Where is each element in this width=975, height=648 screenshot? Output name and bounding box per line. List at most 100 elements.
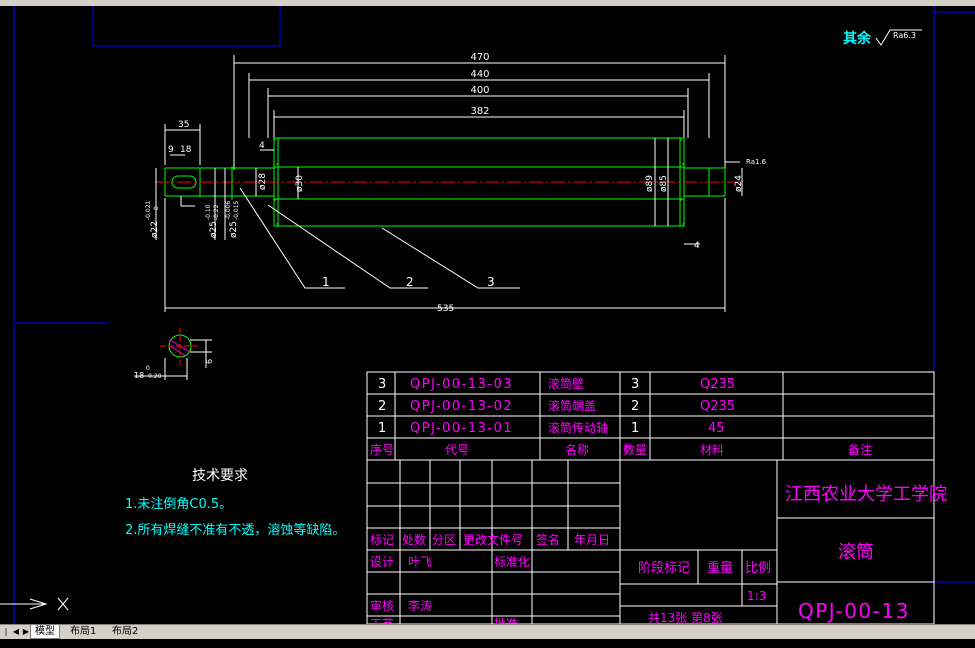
svg-text:4: 4 — [694, 241, 700, 251]
svg-text:2.所有焊缝不准有不透，溶蚀等缺陷。: 2.所有焊缝不准有不透，溶蚀等缺陷。 — [125, 522, 345, 538]
svg-text:数量: 数量 — [623, 442, 647, 457]
svg-text:材料: 材料 — [700, 443, 724, 457]
svg-text:滚筒壁: 滚筒壁 — [548, 376, 584, 391]
svg-text:备注: 备注 — [848, 442, 872, 457]
title-block-grid — [366, 371, 935, 624]
svg-text:ø25: ø25 — [229, 221, 239, 238]
bom-row: 3 QPJ-00-13-03 滚筒壁 3 Q235 — [378, 376, 735, 392]
svg-text:技术要求: 技术要求 — [192, 468, 248, 484]
svg-text:18: 18 — [180, 145, 192, 155]
svg-text:-0.006: -0.006 — [225, 200, 232, 220]
svg-text:处数: 处数 — [402, 532, 426, 547]
svg-text:滚筒端盖: 滚筒端盖 — [548, 398, 596, 413]
title-block-labels: 标记 处数 分区 更改文件号 签名 年月日 设计 叶飞 标准化 审核 李涛 工艺… — [370, 484, 947, 624]
svg-text:3: 3 — [631, 377, 639, 392]
svg-text:400: 400 — [470, 85, 489, 96]
svg-text:2: 2 — [406, 275, 414, 289]
left-dimensions — [155, 124, 743, 312]
svg-text:比例: 比例 — [745, 561, 771, 576]
svg-text:-0.10: -0.10 — [205, 204, 212, 220]
svg-text:3: 3 — [487, 275, 495, 289]
svg-text:江西农业大学工学院: 江西农业大学工学院 — [785, 484, 947, 505]
tab-model[interactable]: 模型 — [30, 625, 60, 639]
svg-text:18: 18 — [134, 371, 144, 380]
svg-text:QPJ-00-13: QPJ-00-13 — [798, 599, 910, 623]
svg-text:名称: 名称 — [565, 442, 589, 457]
svg-text:6: 6 — [205, 359, 214, 364]
svg-text:-0.021: -0.021 — [145, 200, 152, 220]
svg-text:共13张 第8张: 共13张 第8张 — [648, 611, 723, 624]
svg-text:2: 2 — [378, 399, 386, 414]
svg-text:ø24: ø24 — [734, 175, 744, 192]
svg-text:其余: 其余 — [843, 30, 872, 47]
svg-text:3: 3 — [378, 377, 386, 392]
svg-text:ø28: ø28 — [258, 173, 268, 190]
svg-text:代号: 代号 — [445, 443, 469, 457]
svg-text:QPJ-00-13-01: QPJ-00-13-01 — [410, 421, 513, 436]
svg-text:滚筒传动轴: 滚筒传动轴 — [548, 420, 608, 435]
svg-text:45: 45 — [708, 421, 725, 436]
svg-text:0: 0 — [146, 365, 150, 372]
svg-text:535: 535 — [437, 304, 454, 314]
svg-text:382: 382 — [470, 106, 489, 117]
svg-text:ø25: ø25 — [209, 221, 219, 238]
shaft — [164, 166, 726, 200]
prev-tab-icon[interactable]: ◀ — [12, 627, 20, 636]
svg-text:Q235: Q235 — [700, 399, 735, 414]
svg-text:1: 1 — [378, 421, 386, 436]
tab-layout2[interactable]: 布局2 — [112, 626, 139, 637]
bom-header: 序号 代号 名称 数量 材料 备注 — [370, 442, 872, 457]
svg-text:滚筒: 滚筒 — [838, 542, 874, 563]
svg-text:Q235: Q235 — [700, 377, 735, 392]
section-view: 18 0 -0.20 6 — [134, 328, 214, 380]
svg-text:工艺: 工艺 — [370, 617, 394, 624]
svg-text:QPJ-00-13-03: QPJ-00-13-03 — [410, 377, 513, 392]
svg-text:李涛: 李涛 — [408, 598, 432, 613]
bom-row: 2 QPJ-00-13-02 滚筒端盖 2 Q235 — [378, 398, 735, 414]
svg-text:Ra1.6: Ra1.6 — [746, 158, 767, 166]
svg-text:1.未注倒角C0.5。: 1.未注倒角C0.5。 — [125, 497, 232, 512]
tab-layout1[interactable]: 布局1 — [70, 626, 97, 637]
svg-text:9: 9 — [168, 145, 174, 155]
leader-lines — [239, 187, 520, 289]
svg-text:2: 2 — [631, 399, 639, 414]
balloon-labels: 1 2 3 — [322, 275, 495, 289]
svg-text:分区: 分区 — [432, 533, 456, 547]
left-dimension-labels: 35 9 18 4 4 535 Ra1.6 — [168, 120, 767, 314]
svg-text:1: 1 — [631, 421, 639, 436]
svg-text:ø89: ø89 — [645, 175, 655, 192]
svg-text:签名: 签名 — [536, 532, 560, 547]
svg-text:标记: 标记 — [370, 533, 394, 547]
svg-text:批准: 批准 — [494, 616, 518, 624]
bom-rows: 3 QPJ-00-13-03 滚筒壁 3 Q235 2 QPJ-00-13-02… — [378, 376, 735, 436]
top-dimensions — [233, 55, 726, 170]
svg-text:1: 1 — [322, 275, 330, 289]
svg-text:重量: 重量 — [707, 560, 733, 576]
svg-text:4: 4 — [259, 141, 265, 151]
roller-end-hatching — [273, 139, 685, 225]
bom-row: 1 QPJ-00-13-01 滚筒传动轴 1 45 — [378, 420, 725, 436]
svg-text:叶飞: 叶飞 — [408, 555, 432, 569]
svg-text:年月日: 年月日 — [574, 533, 610, 547]
first-tab-icon[interactable]: |◀ — [2, 627, 10, 647]
svg-text:ø85: ø85 — [659, 175, 669, 192]
svg-text:-0.015: -0.015 — [233, 200, 240, 220]
next-tab-icon[interactable]: ▶ — [22, 627, 30, 636]
ucs-icon — [0, 597, 69, 611]
svg-text:1:3: 1:3 — [747, 589, 766, 603]
svg-text:设计: 设计 — [370, 555, 394, 569]
technical-requirements: 技术要求 1.未注倒角C0.5。 2.所有焊缝不准有不透，溶蚀等缺陷。 — [125, 468, 345, 538]
svg-text:更改文件号: 更改文件号 — [463, 532, 523, 547]
svg-text:ø22: ø22 — [150, 221, 160, 238]
svg-text:QPJ-00-13-02: QPJ-00-13-02 — [410, 399, 513, 414]
svg-text:35: 35 — [178, 120, 189, 130]
svg-text:标准化: 标准化 — [494, 555, 530, 569]
svg-text:440: 440 — [470, 69, 489, 80]
svg-text:阶段标记: 阶段标记 — [638, 561, 690, 576]
svg-text:ø30: ø30 — [295, 175, 305, 192]
svg-text:-0.20: -0.20 — [146, 373, 162, 380]
top-dimension-labels: 470 440 400 382 — [470, 52, 489, 117]
surface-roughness-note: 其余 Ra6.3 — [843, 29, 922, 47]
drawing-canvas[interactable]: 其余 Ra6.3 470 440 400 382 — [0, 6, 975, 624]
svg-text:Ra6.3: Ra6.3 — [893, 31, 916, 40]
